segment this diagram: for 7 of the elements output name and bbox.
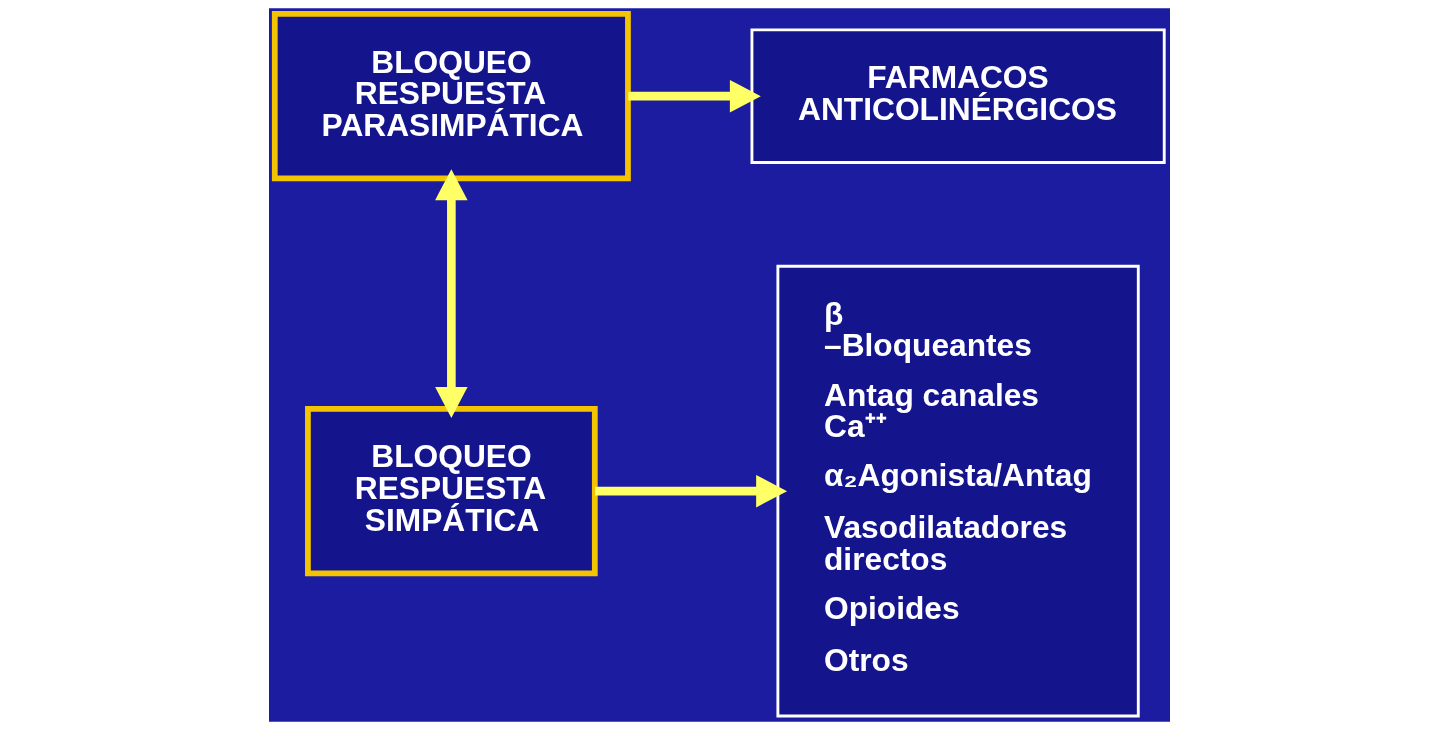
- node-box: FARMACOS ANTICOLINÉRGICOS: [750, 28, 1166, 164]
- arrow: [434, 169, 468, 418]
- node-box: BLOQUEO RESPUESTA PARASIMPÁTICA: [271, 11, 631, 182]
- arrow: [594, 474, 787, 508]
- node-box: BLOQUEO RESPUESTA SIMPÁTICA: [304, 406, 598, 577]
- node-box: β –Bloqueantes Antag canales Ca⁺⁺ α₂Agonista/Antag Vasodilatadores directos Opioides Otros: [775, 264, 1140, 718]
- arrow: [627, 79, 761, 113]
